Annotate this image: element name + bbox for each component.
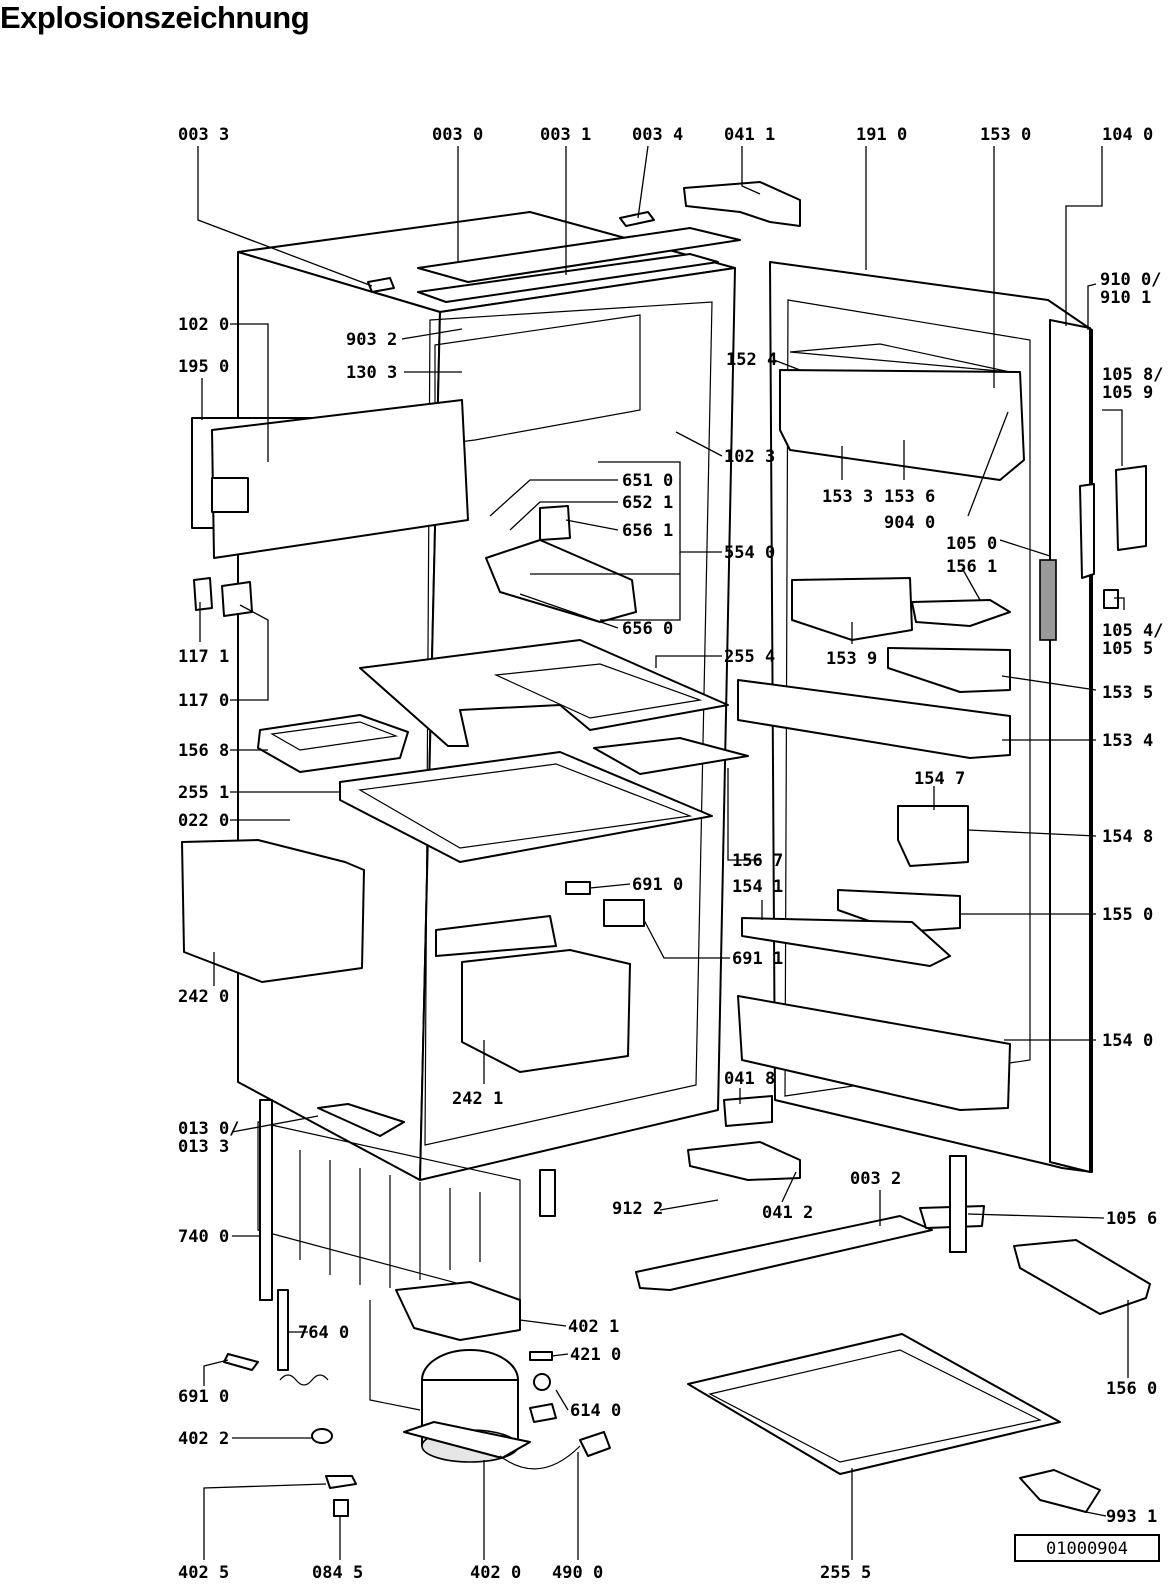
part-label: 154 7: [914, 769, 965, 789]
part-label: 195 0: [178, 357, 229, 377]
part-label: 993 1: [1106, 1507, 1157, 1527]
part-label: 153 5: [1102, 683, 1153, 703]
part-label: 421 0: [570, 1345, 621, 1365]
part-label: 152 4: [726, 350, 777, 370]
part-label: 003 3: [178, 125, 229, 145]
part-label: 153 6: [884, 487, 935, 507]
part-label: 041 8: [724, 1069, 775, 1089]
part-label: 402 2: [178, 1429, 229, 1449]
part-label: 910 0/: [1100, 270, 1161, 290]
part-label: 255 1: [178, 783, 229, 803]
part-label: 554 0: [724, 543, 775, 563]
part-label: 117 0: [178, 691, 229, 711]
part-label: 154 8: [1102, 827, 1153, 847]
part-label: 102 3: [724, 447, 775, 467]
leader-lines: [197, 145, 1129, 1560]
part-label: 191 0: [856, 125, 907, 145]
part-label: 156 1: [946, 557, 997, 577]
part-label: 691 1: [732, 949, 783, 969]
part-label: 105 4/: [1102, 621, 1163, 641]
part-label: 041 2: [762, 1203, 813, 1223]
part-label: 105 5: [1102, 639, 1153, 659]
part-label: 903 2: [346, 330, 397, 350]
part-label: 402 1: [568, 1317, 619, 1337]
part-label: 242 1: [452, 1089, 503, 1109]
part-label: 154 0: [1102, 1031, 1153, 1051]
part-label: 156 0: [1106, 1379, 1157, 1399]
part-label: 154 1: [732, 877, 783, 897]
part-label: 003 4: [632, 125, 683, 145]
part-outlines: [181, 181, 1151, 1517]
part-label: 105 9: [1102, 383, 1153, 403]
part-label: 651 0: [622, 471, 673, 491]
part-label: 910 1: [1100, 288, 1151, 308]
part-label: 102 0: [178, 315, 229, 335]
part-label: 155 0: [1102, 905, 1153, 925]
part-label: 104 0: [1102, 125, 1153, 145]
part-label: 153 9: [826, 649, 877, 669]
part-label: 105 0: [946, 534, 997, 554]
part-label: 003 2: [850, 1169, 901, 1189]
part-label: 242 0: [178, 987, 229, 1007]
part-label: 013 3: [178, 1137, 229, 1157]
drawing-number-box: 01000904: [1014, 1534, 1160, 1562]
part-label: 084 5: [312, 1563, 363, 1583]
part-label: 156 8: [178, 741, 229, 761]
drawing-number: 01000904: [1046, 1539, 1128, 1559]
part-label: 153 4: [1102, 731, 1153, 751]
part-label: 041 1: [724, 125, 775, 145]
part-label: 022 0: [178, 811, 229, 831]
part-label: 904 0: [884, 513, 935, 533]
part-label: 656 0: [622, 619, 673, 639]
part-label: 153 0: [980, 125, 1031, 145]
part-label: 255 4: [724, 647, 775, 667]
part-label: 652 1: [622, 493, 673, 513]
part-label: 912 2: [612, 1199, 663, 1219]
part-labels: 003 3 003 0 003 1 003 4 041 1 191 0 153 …: [178, 125, 1163, 1583]
part-label: 691 0: [178, 1387, 229, 1407]
part-label: 130 3: [346, 363, 397, 383]
part-label: 117 1: [178, 647, 229, 667]
part-label: 490 0: [552, 1563, 603, 1583]
part-label: 153 3: [822, 487, 873, 507]
part-label: 255 5: [820, 1563, 871, 1583]
part-label: 013 0/: [178, 1119, 239, 1139]
part-label: 003 0: [432, 125, 483, 145]
part-label: 764 0: [298, 1323, 349, 1343]
part-label: 614 0: [570, 1401, 621, 1421]
part-label: 740 0: [178, 1227, 229, 1247]
part-label: 656 1: [622, 521, 673, 541]
page-title: Explosionszeichnung: [0, 0, 310, 35]
part-label: 402 5: [178, 1563, 229, 1583]
part-label: 156 7: [732, 851, 783, 871]
part-label: 691 0: [632, 875, 683, 895]
part-label: 003 1: [540, 125, 591, 145]
part-label: 105 6: [1106, 1209, 1157, 1229]
part-label: 105 8/: [1102, 365, 1163, 385]
part-label: 402 0: [470, 1563, 521, 1583]
